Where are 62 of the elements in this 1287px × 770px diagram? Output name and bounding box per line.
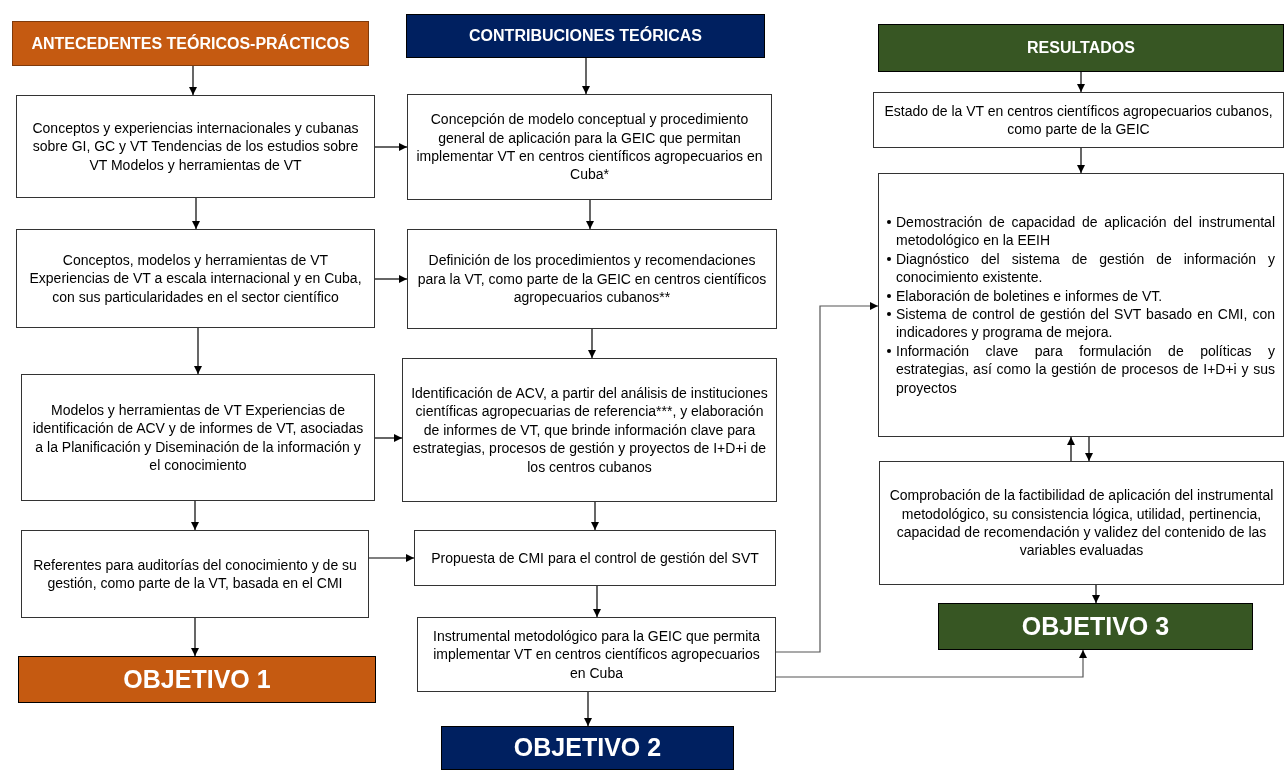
arrow xyxy=(191,617,199,657)
arrow xyxy=(775,649,1087,678)
header-banner xyxy=(406,14,765,58)
banner-title: CONTRIBUCIONES TEÓRICAS xyxy=(469,25,702,46)
process-box xyxy=(873,92,1284,148)
arrow xyxy=(593,585,601,618)
box-text: Instrumental metodológico para la GEIC que permita implementar VT en centros científicos agropecuarios en Cuba xyxy=(432,626,761,683)
arrow xyxy=(582,57,590,95)
process-box xyxy=(21,530,369,618)
result-text: Elaboración de boletines e informes de VT. xyxy=(896,286,1163,305)
banner-title: OBJETIVO 1 xyxy=(123,663,271,695)
objective-banner xyxy=(441,726,734,770)
box-text: Propuesta de CMI para el control de gestión del SVT xyxy=(431,548,759,568)
arrow xyxy=(194,327,202,375)
arrow xyxy=(1077,147,1085,174)
arrow xyxy=(189,65,197,96)
arrow xyxy=(374,143,408,151)
process-box xyxy=(16,229,375,328)
box-text: Comprobación de la factibilidad de aplicación del instrumental metodológico, su consistencia lógica, utilidad, pertinencia, capacidad de recomendación y validez del contenido de las variables evaluadas xyxy=(888,486,1275,560)
arrow xyxy=(192,197,200,230)
box-text: Modelos y herramientas de VT Experiencias de identificación de ACV y de informes de VT, asociadas a la Planificación y Diseminación de la información y el conocimiento xyxy=(31,400,365,475)
process-box xyxy=(407,94,772,200)
header-banner xyxy=(12,21,369,66)
process-box xyxy=(16,95,375,198)
box-text: Identificación de ACV, a partir del análisis de instituciones científicas agropecuarias de referencia***, y elaboración de informes de VT, que brinde información clave para estrategias, procesos de gestión y proyectos de I+D+i de los centros cubanos xyxy=(411,383,768,477)
result-text: Información clave para formulación de políticas y estrategias, así como la gestión de procesos de I+D+i y sus proyectos xyxy=(896,341,1275,398)
arrow xyxy=(368,554,415,562)
results-box xyxy=(878,173,1284,437)
arrow xyxy=(374,275,408,283)
arrow xyxy=(1085,436,1093,462)
arrow xyxy=(586,199,594,230)
arrow xyxy=(1067,436,1075,462)
arrow xyxy=(374,434,403,442)
box-text: Conceptos, modelos y herramientas de VT Experiencias de VT a escala internacional y en Cuba, con sus particularidades en el sector científico xyxy=(28,250,363,307)
arrow xyxy=(584,691,592,727)
banner-title: ANTECEDENTES TEÓRICOS-PRÁCTICOS xyxy=(31,33,350,54)
banner-title: OBJETIVO 2 xyxy=(513,732,662,764)
banner-title: OBJETIVO 3 xyxy=(1021,610,1170,642)
banner-title: RESULTADOS xyxy=(1027,38,1135,58)
arrow xyxy=(1077,71,1085,93)
arrow xyxy=(588,328,596,359)
arrow xyxy=(191,500,199,531)
arrow xyxy=(775,302,879,653)
process-box xyxy=(879,461,1284,585)
arrow xyxy=(591,501,599,531)
box-text: Estado de la VT en centros científicos agropecuarios cubanos, como parte de la GEIC xyxy=(883,101,1274,139)
header-banner xyxy=(878,24,1284,72)
result-text: Sistema de control de gestión del SVT basado en CMI, con indicadores y programa de mejora. xyxy=(896,305,1275,342)
objective-banner xyxy=(938,603,1253,650)
result-text: Diagnóstico del sistema de gestión de información y conocimiento existente. xyxy=(896,249,1275,287)
box-text: Conceptos y experiencias internacionales y cubanas sobre GI, GC y VT Tendencias de los estudios sobre VT Modelos y herramientas de VT xyxy=(31,118,360,175)
objective-banner xyxy=(18,656,376,703)
process-box xyxy=(417,617,776,692)
box-text: Definición de los procedimientos y recomendaciones para la VT, como parte de la GEIC en centros científicos agropecuarios cubanos** xyxy=(416,251,768,307)
process-box xyxy=(414,530,776,586)
process-box xyxy=(402,358,777,502)
arrow xyxy=(1092,584,1100,604)
process-box xyxy=(21,374,375,501)
result-text: Demostración de capacidad de aplicación del instrumental metodológico en la EEIH xyxy=(896,212,1275,250)
box-text: Referentes para auditorías del conocimiento y de su gestión, como parte de la VT, basada en el CMI xyxy=(32,555,358,593)
process-box xyxy=(407,229,777,329)
box-text: Concepción de modelo conceptual y procedimiento general de aplicación para la GEIC que permitan implementar VT en centros científicos agropecuarios en Cuba* xyxy=(416,110,763,184)
